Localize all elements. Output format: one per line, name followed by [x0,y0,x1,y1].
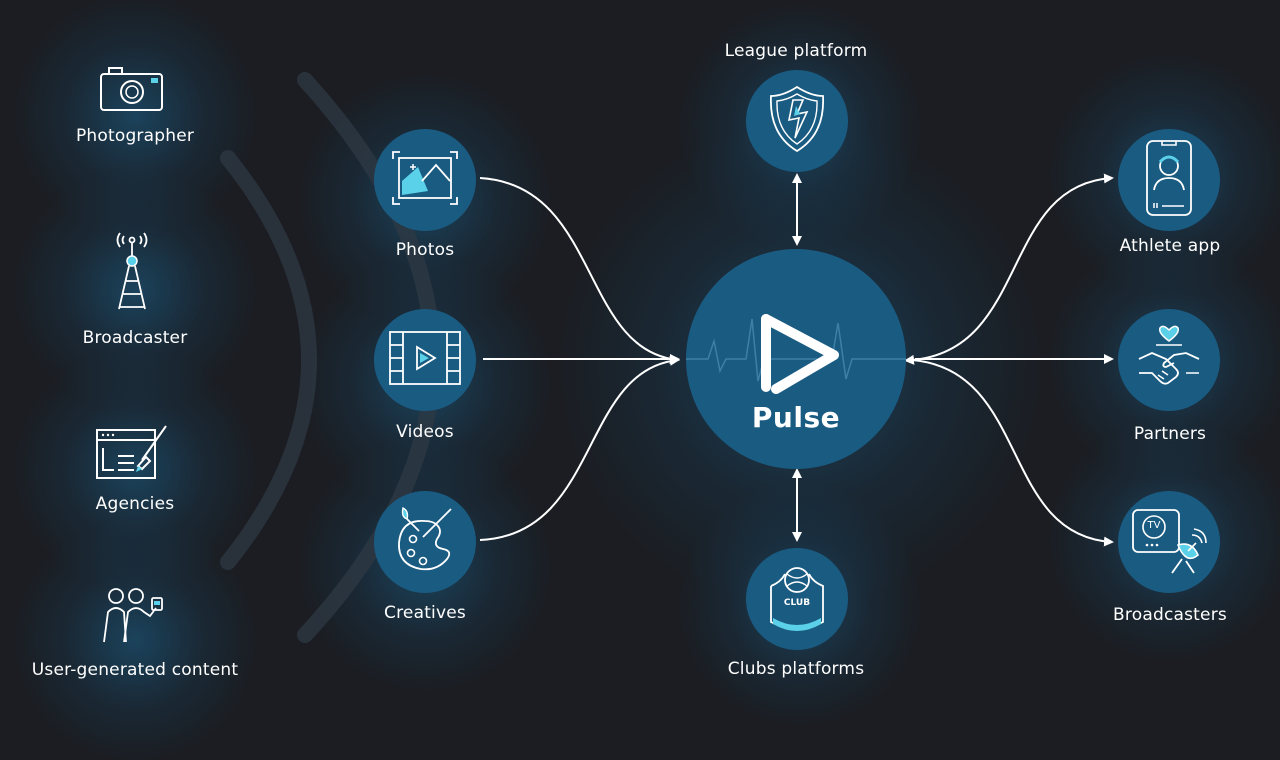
ugc-label: User-generated content [31,660,239,680]
videos-label: Videos [396,422,454,442]
club-text: CLUB [783,598,811,608]
tv-text: TV [1147,520,1161,531]
photographer-label: Photographer [75,126,195,146]
video-film-icon [389,331,461,389]
pulse-label: Pulse [751,401,841,434]
antenna-tower-icon [114,229,150,315]
selfie-people-icon [100,586,166,648]
pulse-to-athlete-arrow [904,173,1114,365]
photos-to-pulse-arrow [479,177,680,365]
broadcasters-label: Broadcasters [1113,605,1227,625]
paint-palette-icon [395,506,455,577]
creatives-node [374,491,476,593]
pulse-to-broadcasters-arrow [911,359,1114,547]
handshake-heart-icon [1138,325,1200,395]
athlete-app-label: Athlete app [1119,236,1221,256]
creatives-label: Creatives [384,603,466,623]
camera-icon [100,66,164,116]
connections-layer [220,72,1114,643]
videos-node [374,309,476,411]
clubs-platforms-node: CLUB [746,548,848,650]
athlete-phone-icon [1146,140,1192,220]
pulse-hub-node: Pulse [686,249,906,469]
league-platform-node [746,70,848,172]
partners-node [1118,309,1220,411]
pulse-ecosystem-diagram: Photographer Broadcaster Agencies [15,0,1280,760]
photo-frame-icon [392,151,458,209]
photos-node [374,129,476,231]
pulse-play-logo-icon [760,313,840,399]
club-badge-icon: CLUB [769,566,825,632]
inner-arc [220,150,317,570]
heartbeat-line-icon [686,318,906,382]
broadcasters-node: TV [1118,491,1220,593]
shield-lightning-icon [769,85,825,156]
league-platform-label: League platform [724,41,868,61]
design-agency-icon [96,422,170,484]
clubs-platforms-label: Clubs platforms [727,659,865,679]
athlete-app-node [1118,129,1220,231]
partners-label: Partners [1133,424,1207,444]
creatives-to-pulse-arrow [479,355,680,541]
agencies-label: Agencies [95,494,175,514]
tv-satellite-icon: TV [1132,509,1207,575]
photos-label: Photos [395,240,455,260]
broadcaster-label: Broadcaster [82,328,188,348]
